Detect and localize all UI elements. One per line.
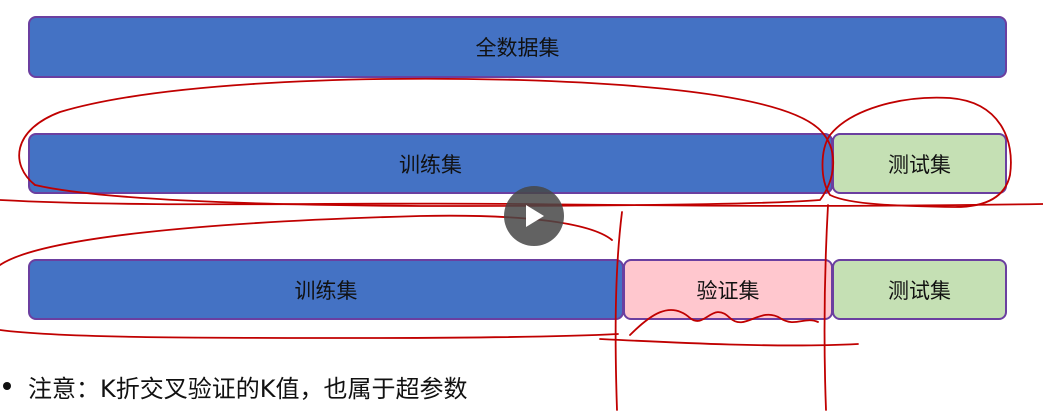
test-set-label-row1: 测试集 <box>888 152 951 177</box>
video-play-button[interactable] <box>504 186 564 246</box>
bullet-icon <box>3 382 11 390</box>
full-dataset-bar: 全数据集 <box>28 16 1007 78</box>
training-set-bar-row1: 训练集 <box>28 133 833 194</box>
validation-set-label-row2: 验证集 <box>696 278 760 303</box>
note-line: 注意：K折交叉验证的K值，也属于超参数 <box>0 366 467 406</box>
test-set-bar-row1: 测试集 <box>832 133 1007 194</box>
test-set-label-row2: 测试集 <box>888 278 951 303</box>
training-set-bar-row2: 训练集 <box>28 259 624 320</box>
training-set-label-row2: 训练集 <box>294 278 358 303</box>
training-set-label-row1: 训练集 <box>399 152 462 177</box>
validation-set-bar-row2: 验证集 <box>623 259 833 320</box>
test-set-bar-row2: 测试集 <box>832 259 1007 320</box>
ink-lower-train-row2 <box>0 329 619 339</box>
full-dataset-label: 全数据集 <box>475 36 560 60</box>
ink-underline-row2 <box>599 338 859 347</box>
note-text: 注意：K折交叉验证的K值，也属于超参数 <box>28 374 468 403</box>
play-icon <box>526 205 544 227</box>
